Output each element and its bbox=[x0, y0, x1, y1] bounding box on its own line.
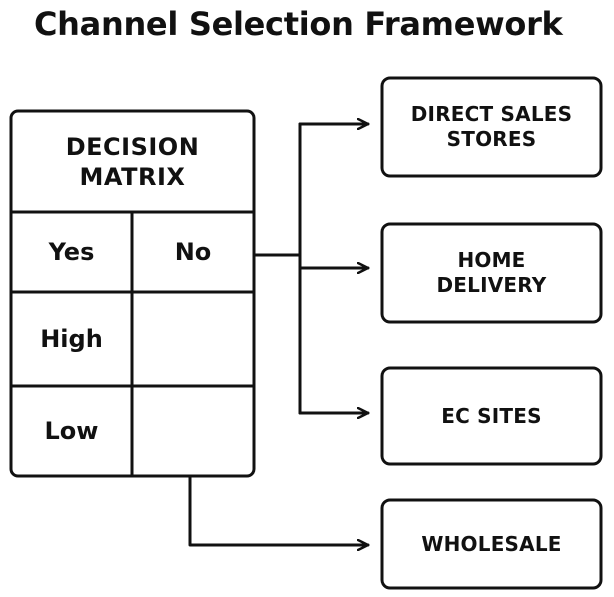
channel-label-direct-sales: DIRECT SALES STORES bbox=[410, 102, 573, 151]
channel-label-home-delivery: HOME DELIVERY bbox=[436, 248, 547, 297]
matrix-row-high: High bbox=[40, 325, 103, 353]
matrix-row-low: Low bbox=[44, 417, 99, 445]
decision-matrix bbox=[9, 109, 256, 478]
channel-box-home-delivery bbox=[380, 222, 603, 324]
arrow-to-wholesale bbox=[188, 474, 370, 545]
matrix-header-yes: Yes bbox=[48, 238, 95, 266]
channel-box-wholesale bbox=[380, 498, 603, 590]
matrix-title: DECISION MATRIX bbox=[65, 132, 200, 191]
channel-label-wholesale: WHOLESALE bbox=[421, 531, 562, 556]
channel-box-ec-sites bbox=[380, 366, 603, 466]
page-title: Channel Selection Framework bbox=[34, 5, 563, 43]
channel-label-ec-sites: EC SITES bbox=[441, 403, 542, 428]
matrix-header-no: No bbox=[174, 238, 212, 266]
channel-box-direct-sales bbox=[380, 76, 603, 178]
